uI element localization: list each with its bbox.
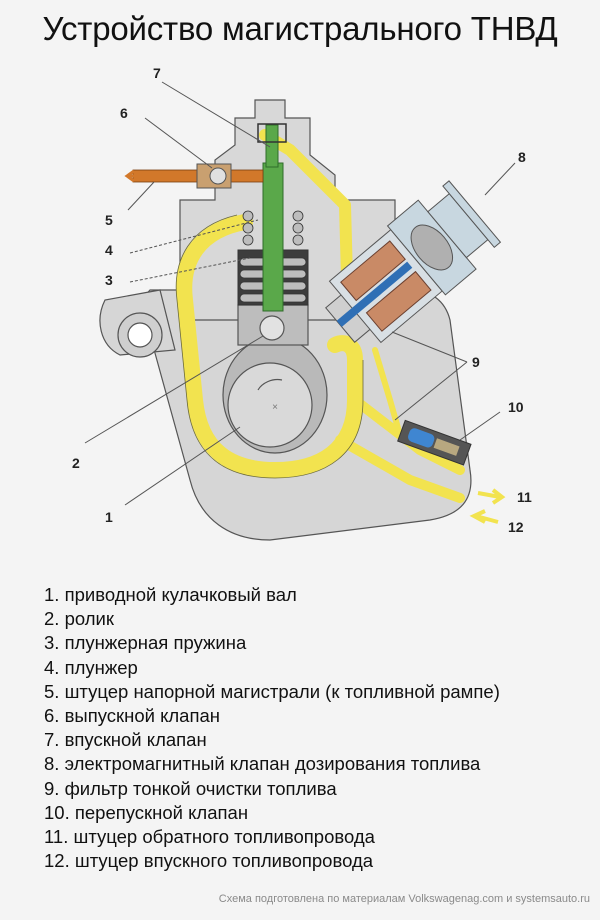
parts-legend: 1. приводной кулачковый вал 2. ролик 3. …: [44, 583, 500, 873]
legend-item: 6. выпускной клапан: [44, 705, 220, 727]
callout-3: 3: [105, 272, 113, 288]
callout-2: 2: [72, 455, 80, 471]
fuel-channel-outlines: [175, 214, 364, 479]
legend-item: 2. ролик: [44, 608, 114, 630]
source-credit: Схема подготовлена по материалам Volkswa…: [218, 893, 590, 905]
legend-item: 3. плунжерная пружина: [44, 632, 247, 654]
callout-7: 7: [153, 65, 161, 81]
legend-item: 1. приводной кулачковый вал: [44, 584, 297, 605]
svg-text:×: ×: [272, 402, 278, 413]
callout-6: 6: [120, 105, 128, 121]
legend-item: 10. перепускной клапан: [44, 801, 249, 823]
legend-item: 7. впускной клапан: [44, 729, 207, 751]
callout-11: 11: [517, 489, 532, 505]
callout-5: 5: [105, 212, 113, 228]
legend-item: 8. электромагнитный клапан дозирования т…: [44, 753, 481, 775]
pump-diagram: ×: [72, 65, 532, 541]
legend-item: 11. штуцер обратного топливопровода: [44, 826, 375, 848]
inlet-valve: [265, 124, 279, 168]
leader-lines: [84, 81, 516, 506]
bypass-valve: [397, 419, 472, 466]
diagram-title: Устройство магистрального ТНВД: [42, 10, 558, 47]
metering-solenoid: [325, 180, 502, 344]
callout-12: 12: [508, 519, 524, 535]
callout-1: 1: [105, 509, 113, 525]
legend-item: 9. фильтр тонкой очистки топлива: [44, 777, 337, 799]
legend-item: 5. штуцер напорной магистрали (к топливн…: [44, 680, 500, 702]
callout-8: 8: [518, 149, 526, 165]
plunger: [262, 162, 284, 312]
high-pressure-outlet: [124, 163, 264, 189]
roller-assembly: [237, 304, 309, 346]
camshaft: ×: [222, 336, 328, 454]
legend-item: 4. плунжер: [44, 656, 138, 678]
legend-item: 12. штуцер впускного топливопровода: [44, 850, 374, 872]
callout-9: 9: [472, 354, 480, 370]
plunger-spring: [237, 210, 309, 306]
callout-10: 10: [508, 399, 524, 415]
callout-4: 4: [105, 242, 113, 258]
